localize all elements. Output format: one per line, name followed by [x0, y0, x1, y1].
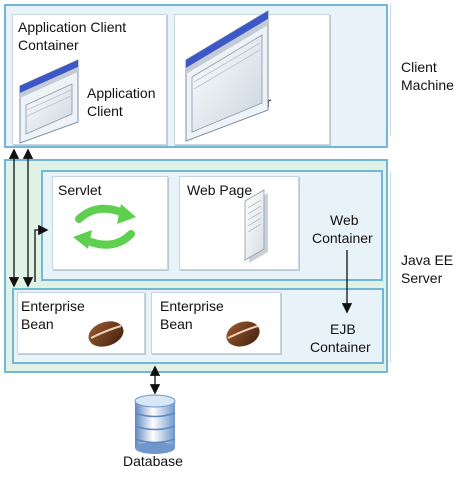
web-container-label-line2: Container: [312, 230, 373, 246]
java-ee-server-label: Java EE Server: [401, 251, 453, 287]
web-browser-label-line1: Web: [220, 76, 249, 92]
enterprise-bean-label-1-line2: Bean: [21, 316, 54, 332]
enterprise-bean-label-2-line2: Bean: [160, 316, 193, 332]
application-client-label-line1: Application: [87, 85, 156, 101]
enterprise-bean-label-2-line1: Enterprise: [160, 298, 224, 314]
application-client-label-line2: Client: [87, 103, 123, 119]
app-client-container-title-line2: Container: [18, 37, 79, 53]
client-machine-label-line1: Client: [401, 59, 437, 75]
enterprise-bean-box-1: [17, 292, 145, 354]
client-machine-label-box: [390, 4, 469, 136]
servlet-box: [52, 176, 168, 270]
database-label: Database: [123, 453, 183, 469]
java-ee-server-label-line2: Server: [401, 270, 443, 286]
web-page-box: [179, 176, 299, 270]
servlet-label: Servlet: [58, 182, 102, 198]
web-container-label: Web Container: [312, 211, 373, 247]
ejb-container-label: EJB Container: [310, 320, 371, 356]
ejb-container-label-line1: EJB: [330, 321, 356, 337]
web-browser-label-line2: Browser: [220, 94, 272, 110]
client-machine-label-line2: Machine: [401, 77, 454, 93]
ejb-container-label-line2: Container: [310, 339, 371, 355]
web-container-label-line1: Web: [330, 212, 359, 228]
enterprise-bean-label-1-line1: Enterprise: [21, 298, 85, 314]
java-ee-server-label-box: [390, 172, 469, 362]
app-client-container-title: Application Client Container: [18, 18, 126, 54]
application-client-label: Application Client: [87, 84, 156, 120]
database-cylinder-icon: [134, 394, 176, 454]
java-ee-server-label-line1: Java EE: [401, 252, 454, 268]
enterprise-bean-label-1: Enterprise Bean: [21, 297, 85, 333]
client-machine-label: Client Machine: [401, 58, 454, 94]
enterprise-bean-label-2: Enterprise Bean: [160, 297, 224, 333]
web-browser-label: Web Browser: [220, 75, 271, 111]
web-page-label: Web Page: [187, 182, 253, 198]
app-client-container-title-line1: Application Client: [18, 19, 127, 35]
